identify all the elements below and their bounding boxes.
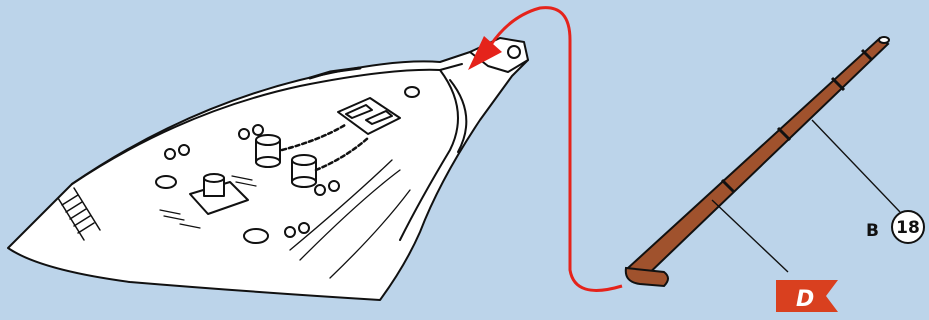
part-number: 18 bbox=[896, 218, 920, 238]
capstan-left bbox=[256, 135, 280, 167]
flag-label: D bbox=[776, 280, 838, 312]
ring-fitting-2 bbox=[244, 229, 268, 243]
mount-ring bbox=[508, 46, 520, 58]
flag-letter: D bbox=[796, 287, 814, 312]
rod-body bbox=[628, 38, 888, 282]
leader-line-flag bbox=[712, 200, 788, 272]
ring-fitting-3 bbox=[405, 87, 419, 97]
bowsprit-part bbox=[626, 37, 889, 286]
part-letter: B bbox=[866, 221, 879, 241]
insertion-arrow bbox=[468, 8, 622, 291]
rod-tip bbox=[879, 37, 889, 43]
part-label: B 18 bbox=[866, 211, 924, 243]
ring-fitting-1 bbox=[156, 176, 176, 188]
leader-line-part bbox=[812, 120, 900, 212]
ship-bow bbox=[8, 38, 528, 300]
rod-end-cap bbox=[626, 268, 668, 286]
capstan-right bbox=[292, 155, 316, 187]
